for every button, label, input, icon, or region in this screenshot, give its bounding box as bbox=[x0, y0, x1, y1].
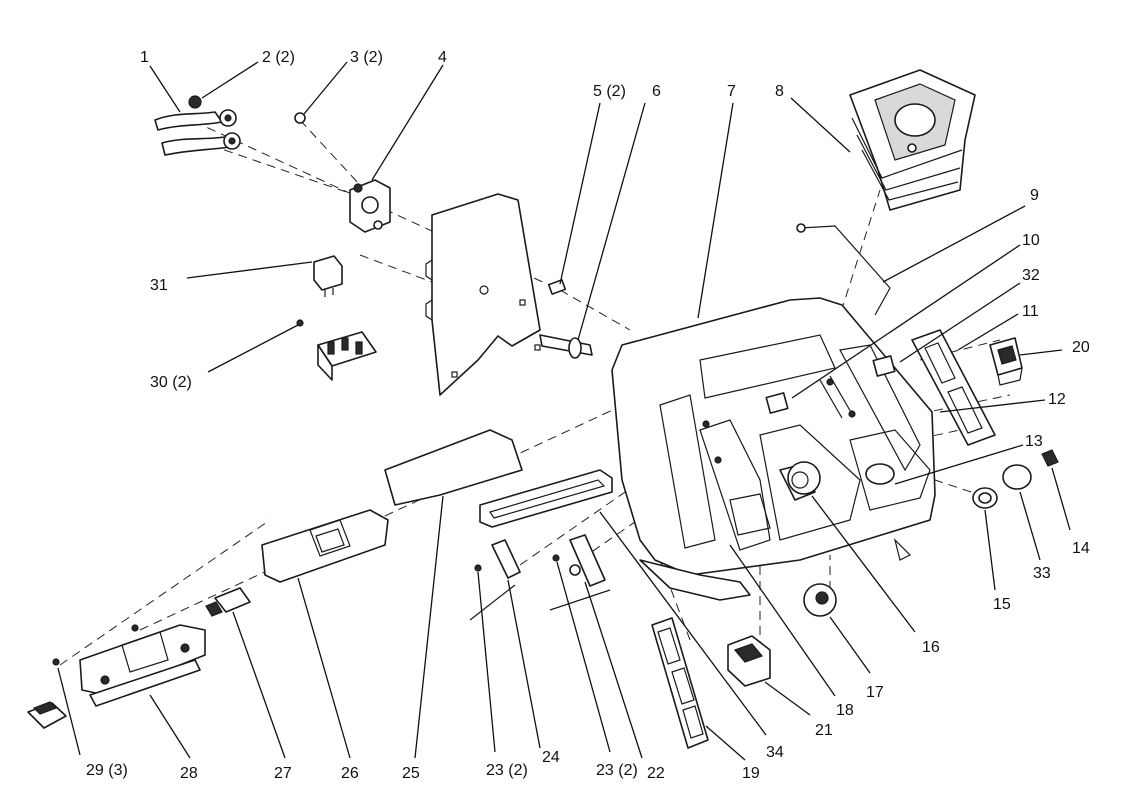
callout-6: 6 bbox=[652, 83, 661, 100]
part-22-lever bbox=[549, 534, 611, 611]
callout-16: 16 bbox=[922, 639, 940, 656]
callout-30: 30 (2) bbox=[150, 374, 192, 391]
callout-1: 1 bbox=[140, 49, 149, 66]
part-24-lever bbox=[469, 539, 521, 621]
part-31-relay bbox=[313, 255, 343, 297]
callout-8: 8 bbox=[775, 83, 784, 100]
part-2-nut bbox=[188, 95, 202, 109]
callout-13: 13 bbox=[1025, 433, 1043, 450]
callout-33: 33 bbox=[1033, 565, 1051, 582]
lens bbox=[27, 701, 67, 729]
callout-12: 12 bbox=[1048, 391, 1066, 408]
callout-18: 18 bbox=[836, 702, 854, 719]
callout-22: 22 bbox=[647, 765, 665, 782]
part-33-knob bbox=[1002, 464, 1032, 490]
leader-lines bbox=[57, 61, 1071, 761]
callout-10: 10 bbox=[1022, 232, 1040, 249]
part-7-console bbox=[611, 297, 936, 601]
callout-9: 9 bbox=[1030, 187, 1039, 204]
callout-3: 3 (2) bbox=[350, 49, 383, 66]
callout-21: 21 bbox=[815, 722, 833, 739]
mounting-plate bbox=[425, 193, 541, 396]
callout-14: 14 bbox=[1072, 540, 1090, 557]
callout-11: 11 bbox=[1022, 303, 1039, 320]
callout-19: 19 bbox=[742, 765, 760, 782]
part-29-screw bbox=[52, 658, 60, 666]
part-32-grommet bbox=[872, 355, 896, 377]
callout-24: 24 bbox=[542, 749, 560, 766]
part-20-switch bbox=[989, 337, 1023, 386]
callout-32: 32 bbox=[1022, 267, 1040, 284]
part-27-switch bbox=[205, 587, 251, 617]
part-10-grommet bbox=[765, 392, 789, 414]
part-8-boot bbox=[849, 69, 976, 211]
part-14-cap bbox=[1041, 449, 1059, 467]
part-4-switch bbox=[349, 179, 391, 233]
part-17-key-switch bbox=[803, 583, 837, 617]
callout-15: 15 bbox=[993, 596, 1011, 613]
callout-28: 28 bbox=[180, 765, 198, 782]
part-9-rod bbox=[796, 223, 891, 316]
callout-20: 20 bbox=[1072, 339, 1090, 356]
part-26-panel bbox=[261, 509, 389, 583]
callout-34: 34 bbox=[766, 744, 784, 761]
part-11-switch-plate bbox=[911, 329, 996, 446]
part-19-panel bbox=[651, 617, 709, 749]
part-34-trim bbox=[479, 469, 613, 528]
callout-23-right: 23 (2) bbox=[596, 762, 638, 779]
callout-29: 29 (3) bbox=[86, 762, 128, 779]
part-1-hoses bbox=[154, 109, 241, 156]
callout-2: 2 (2) bbox=[262, 49, 295, 66]
part-3-nut bbox=[294, 112, 306, 124]
callout-7: 7 bbox=[727, 83, 736, 100]
callout-25: 25 bbox=[402, 765, 420, 782]
part-28-light bbox=[79, 624, 206, 707]
part-21-switch bbox=[727, 635, 771, 687]
callout-31: 31 bbox=[150, 277, 168, 294]
part-25-cover bbox=[384, 429, 523, 506]
callout-27: 27 bbox=[274, 765, 292, 782]
callout-23-left: 23 (2) bbox=[486, 762, 528, 779]
callout-17: 17 bbox=[866, 684, 884, 701]
part-5-bolt bbox=[547, 279, 567, 295]
callout-26: 26 bbox=[341, 765, 359, 782]
callout-labels: 1 2 (2) 3 (2) 4 5 (2) 6 7 8 9 10 32 11 2… bbox=[86, 49, 1090, 782]
callout-4: 4 bbox=[438, 49, 447, 66]
part-30-fuse-block bbox=[296, 319, 377, 381]
part-15-bushing bbox=[972, 487, 998, 509]
part-6-pin bbox=[539, 334, 593, 359]
part-16-control bbox=[779, 461, 821, 501]
callout-5: 5 (2) bbox=[593, 83, 626, 100]
